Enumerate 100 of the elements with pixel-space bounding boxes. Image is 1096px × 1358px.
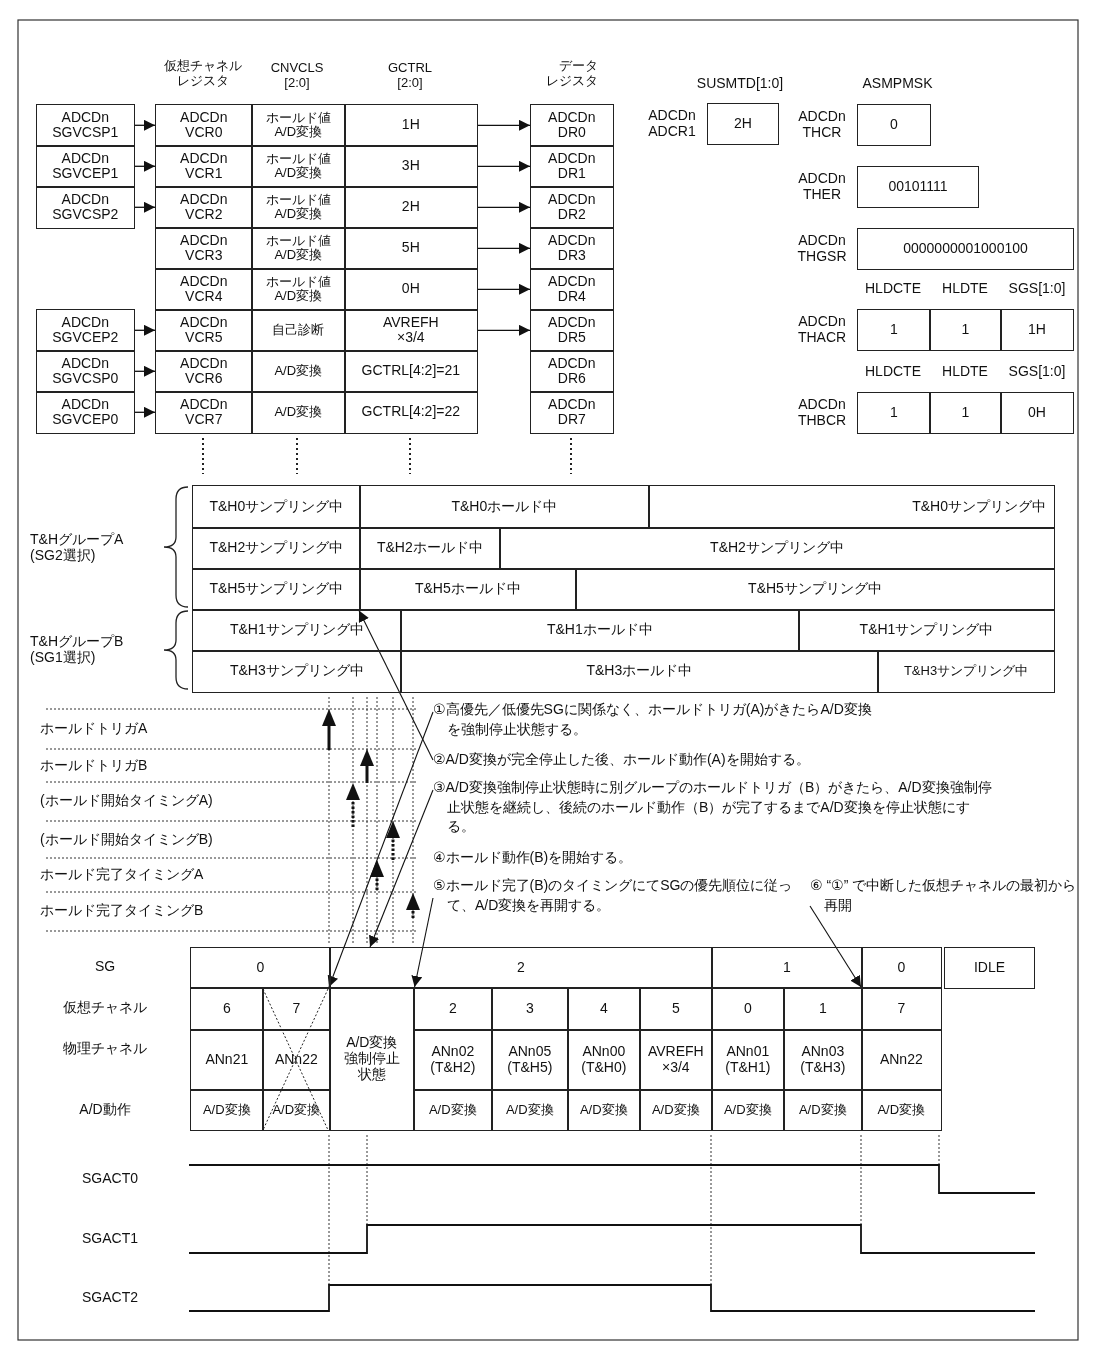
field-header: SGS[1:0] [1007, 362, 1067, 382]
timing-table-cell: 5 [639, 987, 713, 1031]
timing-table-cell: A/D変換 [190, 1089, 264, 1131]
register-box: ADCDn DR3 [530, 227, 614, 270]
register-box: ADCDn DR7 [530, 391, 614, 434]
timing-band-cell: T&H2ホールド中 [359, 527, 501, 570]
timing-band-cell: T&H0サンプリング中 [648, 485, 1055, 529]
timing-table-cell: ANn05 (T&H5) [491, 1029, 569, 1091]
signal-name: SGACT0 [81, 1169, 139, 1189]
timing-table-cell: 6 [190, 987, 264, 1031]
field-header: HLDTE [941, 279, 989, 299]
timing-table-cell: A/D変換 [783, 1089, 863, 1131]
register-value-box: 1 [929, 392, 1002, 434]
timing-band-cell: T&H2サンプリング中 [192, 527, 361, 570]
timing-table-cell: 3 [491, 987, 569, 1031]
register-name-label: ADCDn THBCR [796, 395, 848, 430]
annotation-text: ⑥ “①” で中断した仮想チャネルの最初から再開 [810, 876, 1085, 916]
timing-table-cell: ANn02 (T&H2) [413, 1029, 493, 1091]
arrow [133, 365, 156, 377]
arrow [133, 201, 156, 213]
field-header: SGS[1:0] [1007, 279, 1067, 299]
register-box: ADCDn SGVCSP0 [36, 350, 135, 393]
register-cell: 0H [344, 268, 478, 311]
register-cell: ADCDn VCR5 [155, 309, 253, 352]
register-value-box: 0 [857, 104, 931, 146]
register-cell: ADCDn VCR1 [155, 145, 253, 188]
register-value-box: 1 [857, 309, 931, 351]
register-box: ADCDn DR2 [530, 186, 614, 229]
column-header: GCTRL [2:0] [386, 59, 434, 92]
register-name-label: ADCDn ADCR1 [647, 106, 697, 141]
register-cell: 1H [344, 104, 478, 147]
timing-band-cell: T&H2サンプリング中 [499, 527, 1055, 570]
register-value-box: 1 [929, 309, 1002, 351]
timing-table-cell: A/D変換 [639, 1089, 713, 1131]
field-header: SUSMTD[1:0] [695, 74, 785, 94]
signal-name: (ホールド開始タイミングB) [40, 830, 214, 850]
timing-table-cell: ANn21 [190, 1029, 264, 1091]
timing-table-cell: ANn22 [262, 1029, 331, 1091]
register-cell: ホールド値 A/D変換 [251, 227, 346, 270]
timing-band-cell: T&H3サンプリング中 [877, 650, 1055, 693]
register-cell: A/D変換 [251, 350, 346, 393]
annotation-text: ①高優先／低優先SGに関係なく、ホールドトリガ(A)がきたらA/D変換を強制停止状態する。 [433, 700, 878, 740]
arrow [133, 324, 156, 336]
arrow [133, 406, 156, 418]
register-cell: ホールド値 A/D変換 [251, 268, 346, 311]
timing-band-cell: T&H1サンプリング中 [798, 609, 1055, 652]
register-name-label: ADCDn THACR [796, 312, 848, 347]
column-header: 仮想チャネルレジスタ [162, 57, 243, 90]
timing-band-cell: T&H5サンプリング中 [192, 568, 361, 611]
group-label: T&HグループB (SG1選択) [30, 632, 125, 667]
timing-table-cell: ANn03 (T&H3) [783, 1029, 863, 1091]
timing-table-cell: 2 [413, 987, 493, 1031]
register-cell: 自己診断 [251, 309, 346, 352]
timing-table-cell: 0 [711, 987, 785, 1031]
arrow [133, 119, 156, 131]
register-value-box: 0000000001000100 [857, 228, 1074, 270]
timing-band-cell: T&H3ホールド中 [400, 650, 879, 693]
signal-name: SGACT1 [81, 1229, 139, 1249]
arrow [476, 242, 531, 254]
timing-table-cell: 0 [190, 947, 331, 989]
timing-table-cell: A/D変換 [861, 1089, 942, 1131]
timing-table-cell: 1 [711, 947, 863, 989]
register-box: ADCDn SGVCSP1 [36, 104, 135, 147]
register-box: ADCDn SGVCEP0 [36, 391, 135, 434]
register-cell: ADCDn VCR3 [155, 227, 253, 270]
timing-band-cell: T&H5サンプリング中 [575, 568, 1055, 611]
timing-table-cell: A/D変換 [711, 1089, 785, 1131]
timing-table-cell: A/D変換 [491, 1089, 569, 1131]
timing-band-cell: T&H0ホールド中 [359, 485, 650, 529]
leader-line [369, 789, 434, 948]
register-cell: GCTRL[4:2]=22 [344, 391, 478, 434]
arrow [476, 324, 531, 336]
arrow [476, 160, 531, 172]
timing-band-cell: T&H1ホールド中 [400, 609, 800, 652]
register-box: ADCDn DR5 [530, 309, 614, 352]
timing-band-cell: T&H3サンプリング中 [192, 650, 402, 693]
register-box: ADCDn SGVCEP1 [36, 145, 135, 188]
timing-table-cell: 2 [329, 947, 713, 989]
register-box: ADCDn DR0 [530, 104, 614, 147]
annotation-text: ⑤ホールド完了(B)のタイミングにてSGの優先順位に従って、A/D変換を再開する。 [433, 876, 805, 916]
timing-table-cell: A/D変換強制停止状態 [329, 987, 415, 1131]
signal-name: ホールドトリガB [40, 756, 149, 776]
timing-table-cell: AVREFH ×3/4 [639, 1029, 713, 1091]
register-cell: ADCDn VCR7 [155, 391, 253, 434]
arrow [476, 283, 531, 295]
register-cell: ホールド値 A/D変換 [251, 104, 346, 147]
timing-table-cell: A/D変換 [262, 1089, 331, 1131]
arrow [133, 160, 156, 172]
register-name-label: ADCDn THER [797, 169, 847, 204]
register-cell: ADCDn VCR0 [155, 104, 253, 147]
timing-band-cell: T&H5ホールド中 [359, 568, 577, 611]
register-cell: A/D変換 [251, 391, 346, 434]
annotation-text: ②A/D変換が完全停止した後、ホールド動作(A)を開始する。 [433, 750, 903, 770]
register-box: ADCDn DR1 [530, 145, 614, 188]
register-name-label: ADCDn THCR [797, 107, 847, 142]
timing-table-cell: 7 [262, 987, 331, 1031]
register-box: ADCDn DR6 [530, 350, 614, 393]
annotation-text: ③A/D変換強制停止状態時に別グループのホールドトリガ（B）がきたら、A/D変換強制停止状態を継続し、後続のホールド動作（B）が完了するまでA/D変換を停止状態にする。 [433, 778, 993, 837]
timing-table-cell: A/D変換 [567, 1089, 641, 1131]
annotation-text: ④ホールド動作(B)を開始する。 [433, 848, 833, 868]
